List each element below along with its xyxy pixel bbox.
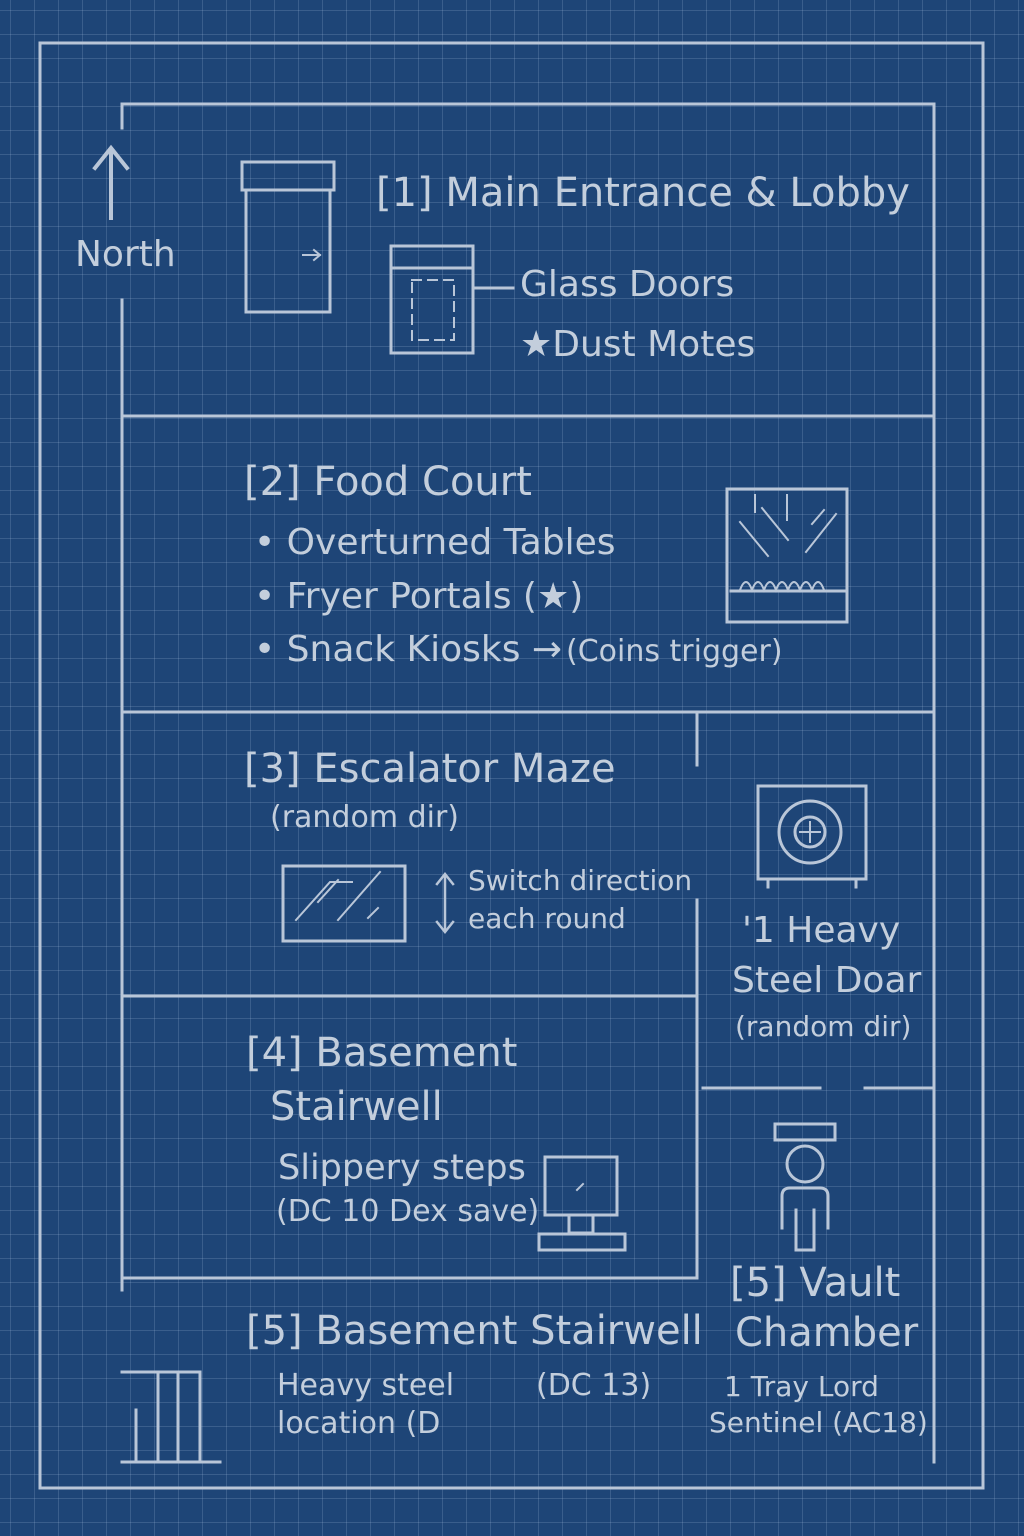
- north-arrow-icon: [92, 144, 130, 220]
- vault-enemy-line-1: 1 Tray Lord: [724, 1370, 879, 1403]
- vault-title-1: [5] Vault: [730, 1260, 901, 1306]
- switch-direction-note-1: Switch direction: [468, 864, 693, 897]
- coins-trigger-note: (Coins trigger): [566, 634, 783, 669]
- room-4-title-2: Stairwell: [270, 1084, 443, 1130]
- dust-motes-label: ★Dust Motes: [520, 324, 756, 365]
- sentinel-figure-icon: [773, 1122, 837, 1252]
- fryer-portal-icon: [725, 487, 849, 624]
- vault-title-2: Chamber: [735, 1310, 919, 1356]
- room-5-title: [5] Basement Stairwell: [246, 1308, 703, 1354]
- room-1-title: [1] Main Entrance & Lobby: [376, 170, 910, 216]
- compass-north-label: North: [75, 234, 176, 275]
- outer-frame: [38, 41, 985, 1490]
- glass-doors-icon: [389, 244, 515, 355]
- steel-door-label-1: '1 Heavy: [742, 910, 901, 951]
- building-walls: [120, 102, 936, 1464]
- escalator-icon: [281, 864, 407, 943]
- vault-safe-icon: [756, 784, 868, 889]
- room-3-subtitle: (random dir): [270, 800, 460, 835]
- room-2-title: [2] Food Court: [244, 459, 532, 505]
- computer-terminal-icon: [537, 1155, 627, 1252]
- room-5-dc: (DC 13): [536, 1368, 652, 1403]
- room-5-note-2: location (D: [277, 1406, 441, 1441]
- room-4-title-1: [4] Basement: [246, 1030, 518, 1076]
- vault-enemy-line-2: Sentinel (AC18): [709, 1406, 928, 1439]
- up-down-arrow-icon: [435, 871, 455, 935]
- dex-save-note: (DC 10 Dex save): [276, 1194, 540, 1229]
- stairwell-door-symbol: [120, 1370, 202, 1464]
- food-court-bullet-1: • Overturned Tables: [254, 522, 616, 563]
- slippery-steps-note: Slippery steps: [278, 1148, 526, 1188]
- steel-door-subtitle: (random dir): [735, 1010, 912, 1043]
- food-court-bullet-3: • Snack Kiosks →: [254, 629, 563, 670]
- room-5-note-1: Heavy steel: [277, 1368, 455, 1403]
- steel-door-label-2: Steel Doar: [732, 960, 922, 1001]
- entrance-door-icon: [240, 160, 336, 314]
- switch-direction-note-2: each round: [468, 902, 626, 935]
- food-court-bullet-2: • Fryer Portals (★): [254, 576, 584, 617]
- room-3-title: [3] Escalator Maze: [244, 746, 616, 792]
- glass-doors-label: Glass Doors: [520, 264, 735, 305]
